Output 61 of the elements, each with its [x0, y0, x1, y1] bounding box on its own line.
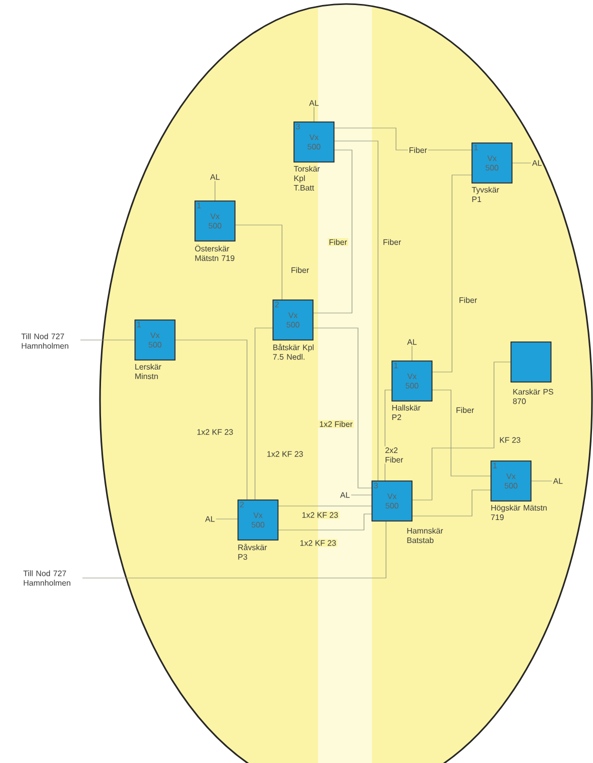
station-name: Österskär Mätstn 719: [195, 244, 234, 261]
connector-line: [512, 162, 532, 164]
connector-line: [216, 518, 238, 520]
station-box: Vx 500 1: [490, 460, 532, 502]
node-label: Till Nod 727 Hamnholmen: [23, 570, 70, 586]
connector-line: [175, 340, 248, 500]
edge-label: Fiber: [290, 266, 310, 274]
station-name: Båtskär Kpl 7.5 Nedl.: [273, 344, 314, 360]
node-label: AL: [210, 174, 220, 180]
connector-line: [254, 328, 273, 500]
connector-line: [412, 362, 511, 500]
connector-line: [432, 390, 491, 476]
connector-line: [235, 224, 282, 300]
station-box: [510, 342, 552, 382]
station-name: Högskär Mätstn 719: [491, 504, 547, 520]
connector-line: [531, 480, 552, 482]
station-name: Hallskär P2: [392, 404, 420, 420]
connector-line: [214, 180, 216, 201]
station-name: Torskär Kpl T.Batt: [294, 166, 320, 191]
station-box: Vx 500 1: [392, 360, 432, 402]
connector-line: [82, 521, 386, 578]
station-box: Vx 500 3: [294, 122, 334, 162]
edge-label: Fiber: [408, 146, 428, 154]
connector-line: [278, 514, 372, 530]
edge-label: Fiber: [454, 406, 476, 414]
node-label: Till Nod 727 Hamnholmen: [21, 333, 68, 349]
station-box: Vx 500 1: [194, 200, 236, 242]
connector-line: [334, 128, 472, 150]
connector-line: [313, 328, 372, 488]
edge-label: 2x2 Fiber: [384, 446, 408, 464]
station-box: Vx 500 2: [238, 500, 278, 540]
connector-line: [384, 390, 392, 481]
station-box: Vx 500 1: [472, 142, 512, 184]
edge-label: Fiber: [458, 296, 478, 304]
node-label: AL: [553, 478, 563, 484]
connector-line: [334, 140, 378, 481]
station-name: Karskär PS 870: [513, 388, 554, 404]
connector-line: [412, 490, 491, 516]
edge-label: Fiber: [382, 238, 402, 246]
station-box: Vx 500 2: [272, 300, 314, 340]
edge-label: 1x2 KF 23: [300, 511, 340, 519]
edge-label: KF 23: [498, 436, 522, 444]
node-label: AL: [407, 339, 417, 345]
edge-label: 1x2 KF 23: [196, 428, 234, 436]
station-name: Tyvskär P1: [472, 186, 500, 202]
station-box: Vx 500 1: [134, 320, 176, 360]
station-name: Lerskär Minstn: [135, 364, 162, 380]
edge-label: Fiber: [328, 238, 348, 246]
node-label: AL: [205, 516, 215, 522]
node-label: AL: [532, 160, 542, 166]
connector-line: [350, 494, 372, 496]
station-box: Vx 500 3: [372, 480, 412, 522]
connector-line: [432, 174, 472, 372]
station-name: Råvskär P3: [238, 544, 267, 560]
edge-label: 1x2 KF 23: [266, 450, 304, 458]
edge-label: 1x2 KF 23: [298, 539, 338, 547]
node-label: AL: [309, 100, 319, 106]
node-label: AL: [340, 492, 350, 498]
connector-line: [313, 150, 352, 314]
edge-label: 1x2 Fiber: [318, 420, 354, 428]
station-name: Hamnskär Batstab: [407, 528, 443, 544]
